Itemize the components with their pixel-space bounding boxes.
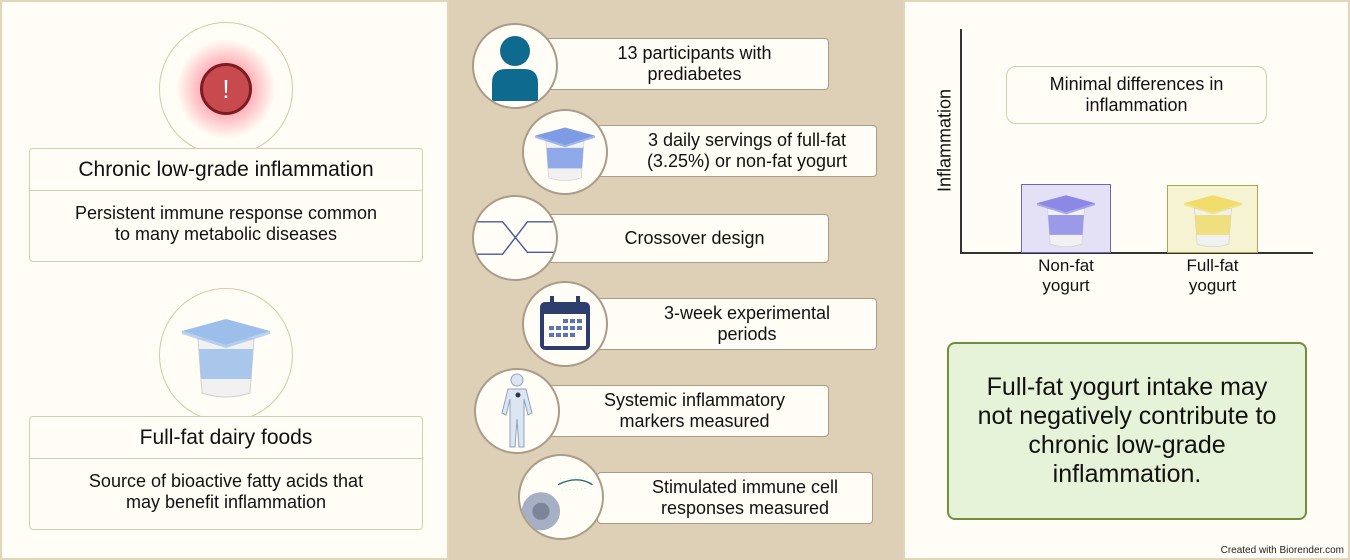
dairy-title-box: Full-fat dairy foods Source of bioactive… <box>29 416 423 530</box>
step-icon-circle <box>472 195 558 281</box>
yogurt-cup-icon <box>1033 186 1099 252</box>
yogurt-cup-icon <box>531 118 599 186</box>
crossover-icon <box>474 221 556 255</box>
credit-text: Created with Biorender.com <box>1220 545 1344 556</box>
inflammation-description: Persistent immune response common to man… <box>74 203 378 244</box>
study-step-participants: 13 participants with prediabetes <box>540 38 829 90</box>
x-axis <box>960 252 1313 254</box>
alert-icon: ! <box>176 39 276 139</box>
yogurt-cup-icon <box>1180 186 1246 252</box>
study-step-crossover: Crossover design <box>540 214 829 263</box>
step-icon-circle <box>518 454 604 540</box>
inflammation-title-box: Chronic low-grade inflammation Persisten… <box>29 148 423 262</box>
inflammation-icon-circle: ! <box>159 22 293 156</box>
person-icon <box>492 36 538 101</box>
x-label-non-fat: Non-fat yogurt <box>1038 256 1094 295</box>
human-body-icon <box>501 373 533 448</box>
bar-non-fat <box>1021 184 1111 253</box>
calendar-icon <box>540 296 590 350</box>
step-icon-circle <box>522 109 608 195</box>
annotation-box: Minimal differences in inflammation <box>1006 66 1267 124</box>
y-axis-label: Inflammation <box>934 88 955 193</box>
x-label-full-fat: Full-fat yogurt <box>1186 256 1239 295</box>
study-step-immune-cells: Stimulated immune cell responses measure… <box>597 472 873 524</box>
study-step-systemic-markers: Systemic inflammatory markers measured <box>540 385 829 437</box>
bar-full-fat <box>1167 185 1258 253</box>
yogurt-cup-icon <box>176 305 276 405</box>
step-icon-circle <box>474 368 560 454</box>
dairy-icon-circle <box>159 288 293 422</box>
study-step-periods: 3-week experimental periods <box>597 298 877 350</box>
inflammation-title: Chronic low-grade inflammation <box>30 149 422 191</box>
dairy-description: Source of bioactive fatty acids that may… <box>88 471 364 512</box>
step-icon-circle <box>472 23 558 109</box>
study-step-servings: 3 daily servings of full-fat (3.25%) or … <box>597 125 877 177</box>
y-axis <box>960 29 962 254</box>
step-icon-circle <box>522 281 608 367</box>
dairy-title: Full-fat dairy foods <box>30 417 422 459</box>
immune-cell-icon <box>521 476 593 531</box>
conclusion-box: Full-fat yogurt intake may not negativel… <box>947 342 1307 520</box>
